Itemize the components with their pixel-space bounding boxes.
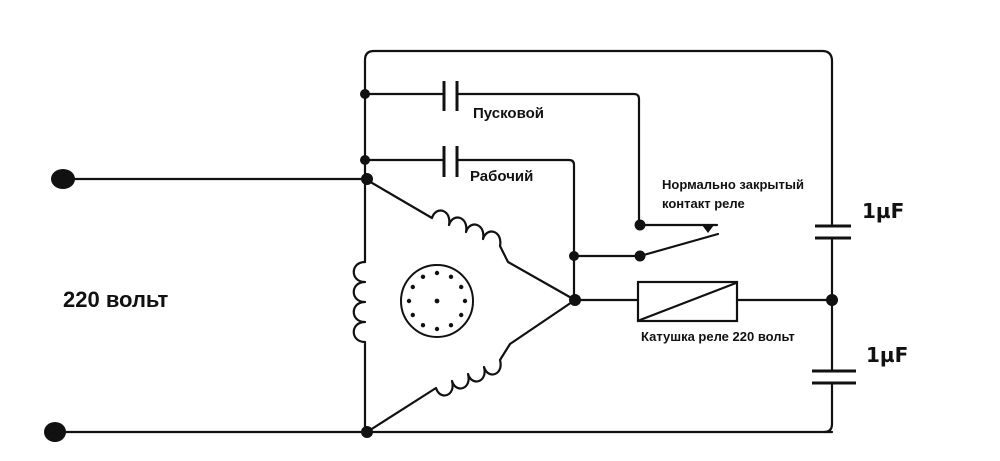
rotor-circle [400, 264, 474, 338]
junction-node [569, 294, 581, 306]
rotor-dot [434, 270, 440, 276]
cap-lower-value: 1µF [866, 343, 908, 367]
relay-contact-tip-icon [702, 225, 714, 233]
rotor-dot [448, 274, 454, 279]
relay-contact-label-line1: Нормально закрытый [662, 177, 804, 192]
rotor-dot [448, 323, 454, 328]
relay-contact-blade [638, 232, 720, 258]
run-capacitor-label: Рабочий [470, 168, 533, 185]
cap-lower-wire [822, 381, 834, 434]
relay-coil-diagonal [638, 281, 738, 322]
relay-coil-box [636, 280, 739, 323]
rotor-dot [462, 298, 468, 304]
motor-winding-upper [365, 178, 577, 302]
rotor-dot [406, 298, 412, 304]
rotor-dot [420, 274, 426, 279]
rotor-center-dot [434, 298, 440, 304]
relay-coil-label: Катушка реле 220 вольт [641, 329, 795, 344]
junction-node [826, 294, 838, 306]
motor-winding-lower [365, 298, 577, 434]
rotor-dot [459, 312, 464, 318]
supply-label: 220 вольт [63, 287, 169, 312]
relay-contact-label-line2: контакт реле [662, 196, 745, 211]
motor-winding-left [352, 260, 367, 434]
junction-node [360, 155, 370, 165]
start-capacitor-label: Пусковой [473, 105, 544, 122]
outer-wire-top [363, 49, 834, 264]
junction-node [569, 251, 579, 261]
rotor-dot [410, 284, 415, 290]
junction-node [361, 173, 373, 185]
rotor-dot [459, 284, 464, 290]
rotor [400, 264, 474, 338]
run-cap-wire-right [455, 158, 576, 302]
rotor-dot [410, 312, 415, 318]
start-cap-wire-right [455, 92, 641, 227]
relay-contact-node [634, 219, 646, 231]
rotor-dot [420, 323, 426, 328]
rotor-dot [434, 326, 440, 332]
junction-node [361, 426, 373, 438]
relay-contact-node [634, 250, 646, 262]
junction-node [360, 89, 370, 99]
cap-upper-value: 1µF [862, 199, 904, 223]
